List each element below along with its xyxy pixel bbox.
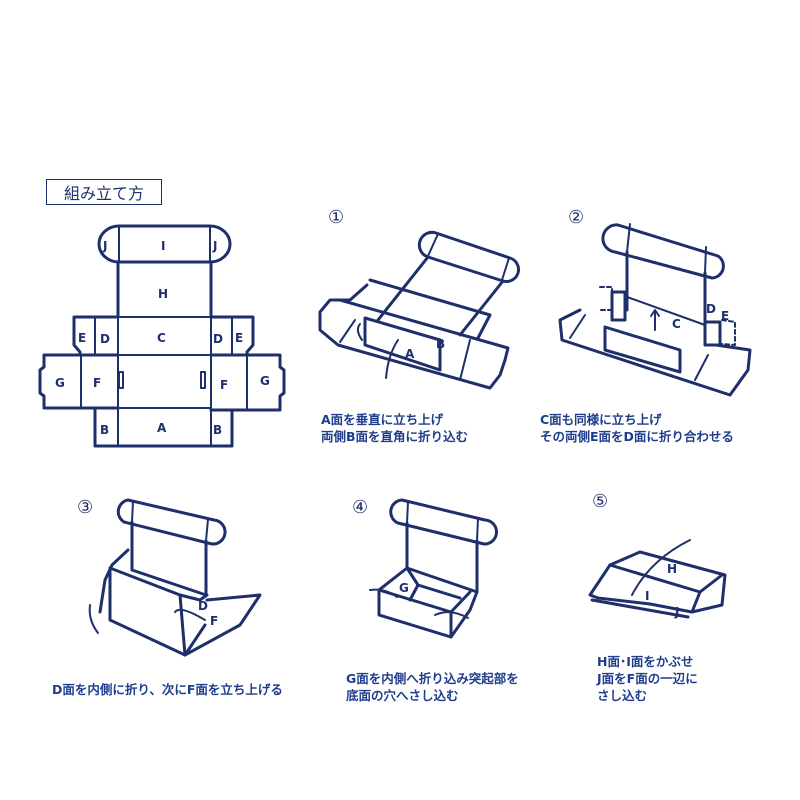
step2-caption-line1: C面も同様に立ち上げ [540,412,662,427]
net-label-d-right: D [213,332,223,346]
net-label-h: H [158,287,168,301]
step3-number: ③ [77,497,94,518]
step4-illustration: G [369,498,498,639]
net-label-d-left: D [100,332,110,346]
net-label-e-right: E [235,331,243,345]
step4-number: ④ [352,497,369,518]
step5-caption-line3: さし込む [597,688,648,703]
step1-caption-line1: A面を垂直に立ち上げ [321,412,444,427]
step2-caption-line2: その両側E面をD面に折り合わせる [540,429,734,444]
net-label-a: A [157,421,167,435]
net-label-c: C [157,331,166,345]
net-label-b-right: B [213,423,222,437]
section-title: 組み立て方 [46,179,162,205]
step5-label-h: H [667,562,677,576]
step3-label-f: F [210,614,218,628]
step3-caption: D面を内側に折り、次にF面を立ち上げる [52,681,283,698]
step2-label-d: D [706,302,716,316]
step3-label-d: D [198,599,208,613]
step1-label-b: B [436,337,445,351]
step3-illustration: D F [88,498,262,657]
step3-caption-line1: D面を内側に折り、次にF面を立ち上げる [52,682,283,697]
step2-label-e: E [721,309,729,323]
net-label-b-left: B [100,423,109,437]
net-label-f-right: F [220,378,228,392]
step5-caption-line1: H面･I面をかぶせ [597,654,694,669]
step1-label-a: A [405,347,415,361]
step5-caption-line2: J面をF面の一辺に [597,671,698,686]
step4-label-g: G [399,581,409,595]
step5-label-j: J [674,605,679,619]
step2-illustration: C D E [558,223,752,397]
net-label-g-left: G [55,376,65,390]
step1-number: ① [328,207,345,228]
step4-caption: G面を内側へ折り込み突起部を 底面の穴へさし込む [346,670,519,704]
step1-caption: A面を垂直に立ち上げ 両側B面を直角に折り込む [321,411,468,445]
net-label-j-right: J [212,239,217,253]
net-label-e-left: E [78,331,86,345]
net-label-g-right: G [260,374,270,388]
step5-caption: H面･I面をかぶせ J面をF面の一辺に さし込む [597,653,698,704]
net-label-f-left: F [93,376,101,390]
net-label-j-left: J [102,239,107,253]
step5-label-i: I [645,589,649,603]
step5-illustration: H I J [588,539,727,619]
step5-number: ⑤ [592,491,609,512]
step1-illustration: A B [318,230,520,390]
step2-caption: C面も同様に立ち上げ その両側E面をD面に折り合わせる [540,411,734,445]
step2-label-c: C [672,317,681,331]
net-label-i: I [161,239,165,253]
step1-caption-line2: 両側B面を直角に折り込む [321,429,469,444]
step4-caption-line1: G面を内側へ折り込み突起部を [346,671,519,686]
step4-caption-line2: 底面の穴へさし込む [346,688,459,703]
box-net: J I J H E D C D E G F F G B A B [38,224,286,448]
step2-number: ② [568,207,585,228]
